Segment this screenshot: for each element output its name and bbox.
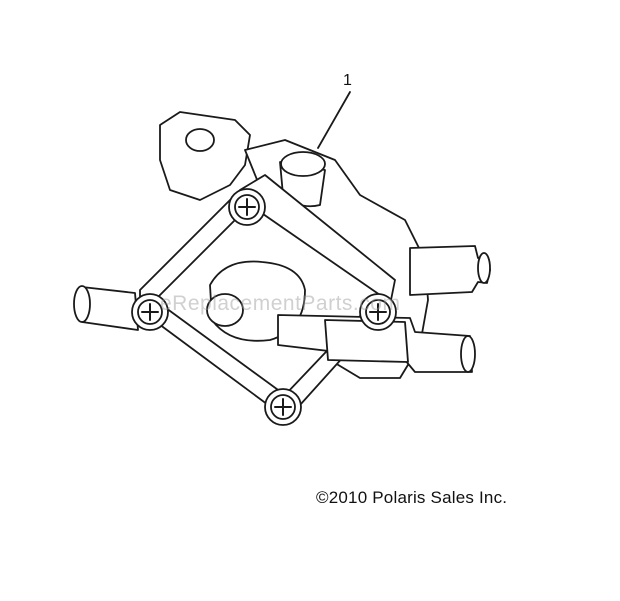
mounting-hole bbox=[185, 128, 215, 152]
screw-bottom bbox=[264, 388, 302, 426]
copyright-notice: ©2010 Polaris Sales Inc. bbox=[316, 488, 508, 507]
callout-number: 1 bbox=[343, 72, 352, 89]
callout-leader-line bbox=[317, 91, 351, 149]
outlet-tube-lower-end bbox=[460, 335, 476, 373]
diaphragm-inner-boss bbox=[206, 293, 244, 327]
screw-left bbox=[131, 293, 169, 331]
mounting-ear bbox=[159, 111, 251, 201]
top-boss-cap bbox=[280, 151, 326, 177]
screw-right bbox=[359, 293, 397, 331]
screw-top bbox=[228, 188, 266, 226]
outlet-nipple-upper-end bbox=[477, 252, 491, 284]
watermark: eReplacementParts.com bbox=[160, 292, 401, 315]
inlet-nipple-left-end bbox=[73, 285, 91, 323]
